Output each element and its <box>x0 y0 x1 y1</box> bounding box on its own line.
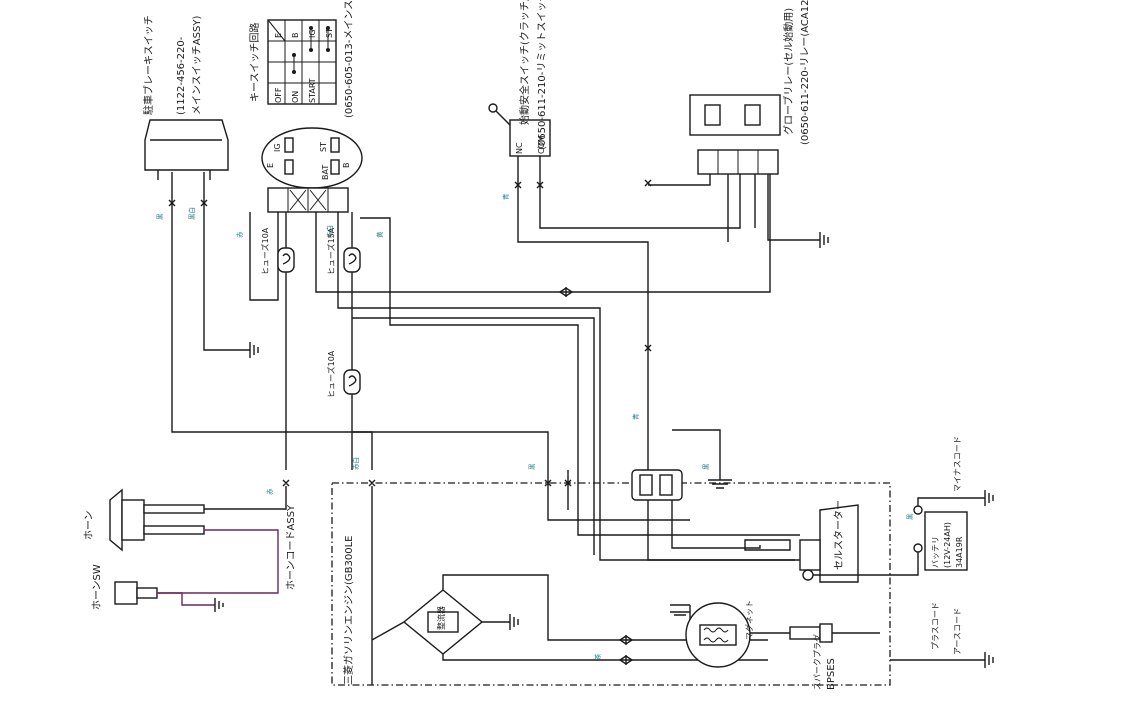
key-col-st: ST <box>325 28 334 38</box>
key-b: B <box>342 163 351 169</box>
nc-label: NC <box>515 142 524 154</box>
horn-switch-label: ホーンSW <box>91 564 103 610</box>
start-switch-head: 始動安全スイッチ(クラッチ用) <box>518 0 531 125</box>
key-ig: IG <box>273 143 282 152</box>
code-label: 黒 <box>906 513 914 520</box>
spark-plug: スパークプラグ BPSES <box>789 623 880 690</box>
key-switch-part: (0650-605-013-メインスイッチ) <box>343 0 355 118</box>
code-label: 赤白 <box>325 225 334 238</box>
engine-frame-label: 三菱ガソリンエンジン(GB300LE <box>343 536 355 686</box>
code-label: 黒 <box>528 463 536 470</box>
starter-label: セルスターター <box>833 500 845 570</box>
key-col-e: E <box>274 33 283 38</box>
horn: ホーン <box>83 488 205 552</box>
key-row-off: OFF <box>274 87 283 103</box>
key-switch-table: OFF ON START E B IG ST キースイッチ回路 (0650-60… <box>248 0 355 118</box>
key-switch-title: キースイッチ回路 <box>248 23 261 103</box>
fuse-10a-1-label: ヒューズ10A <box>260 227 270 275</box>
starter-motor: セルスターター <box>799 500 859 583</box>
code-label: 黒 <box>702 463 710 470</box>
relay-part: (0650-611-220-リレー(ACA12)ASSY) <box>800 0 811 145</box>
magneto-label: マグネット <box>744 600 754 640</box>
battery: バッテリ (12V-24AH) 34A19R <box>913 505 968 571</box>
battery-label: バッテリ <box>931 536 940 568</box>
rectifier-label: 整流器 <box>436 606 446 630</box>
spark-plug-model: BPSES <box>826 658 837 690</box>
rectifier: 整流器 <box>402 589 484 655</box>
fuse-15a-label: ヒューズ15A <box>326 227 336 275</box>
com-label: COM <box>537 135 546 154</box>
key-e: E <box>266 163 275 168</box>
key-bat: BAT <box>321 165 330 180</box>
key-st: ST <box>319 142 328 152</box>
horn-assy-label: ホーンコードASSY <box>285 504 297 590</box>
key-row-on: ON <box>291 91 300 103</box>
code-label: 黄 <box>375 231 384 238</box>
spark-plug-label: スパークプラグ <box>812 634 822 690</box>
horn-label: ホーン <box>83 511 95 541</box>
engine-frame <box>331 482 891 686</box>
code-label: 青 <box>501 193 510 200</box>
key-connector <box>267 187 349 213</box>
code-label: 黒 <box>156 213 164 220</box>
code-label: 茶 <box>593 653 602 660</box>
magneto: マグネット <box>685 600 754 668</box>
key-switch-terminals: IG ST E B BAT <box>261 127 363 189</box>
parking-switch-head: 駐車ブレーキスイッチ <box>142 15 155 115</box>
key-row-start: START <box>308 78 317 103</box>
fuse-10a-2: ヒューズ10A <box>326 350 361 398</box>
code-label: 赤白 <box>351 457 360 470</box>
parking-brake-switch: 駐車ブレーキスイッチ (1122-456-220- メインスイッチASSY) <box>142 15 229 180</box>
fuse-10a-1: ヒューズ10A <box>260 227 295 275</box>
code-label: 赤 <box>236 231 244 238</box>
glow-relay: グローブリレー(セル始動用) (0650-611-220-リレー(ACA12)A… <box>689 0 811 175</box>
code-label: 黒白 <box>187 207 196 220</box>
parking-switch-part: (1122-456-220- <box>176 36 187 115</box>
code-label: 赤 <box>266 488 274 495</box>
start-safety-switch: NC COM 始動安全スイッチ(クラッチ用) (0650-611-210-リミッ… <box>488 0 551 157</box>
minus-cord-label: マイナスコード <box>953 436 962 492</box>
starter-connector <box>631 469 683 501</box>
earth-cord-label: アースコード <box>953 608 962 655</box>
parking-switch-name: メインスイッチASSY) <box>191 16 203 115</box>
key-col-ig: IG <box>308 29 317 38</box>
fuse-15a: ヒューズ15A <box>326 227 361 275</box>
ground-symbol <box>249 342 259 358</box>
code-label: 青 <box>631 413 640 420</box>
relay-head: グローブリレー(セル始動用) <box>782 8 795 135</box>
key-col-b: B <box>291 33 300 39</box>
plus-cord-label: プラスコード <box>931 602 940 650</box>
battery-spec: (12V-24AH) <box>943 522 952 568</box>
start-switch-part: (0650-611-210-リミットスイッチ(1)) <box>536 0 548 150</box>
battery-model: 34A19R <box>955 536 964 568</box>
fuse-10a-2-label: ヒューズ10A <box>326 350 336 398</box>
horn-switch: ホーンSW <box>91 564 158 610</box>
